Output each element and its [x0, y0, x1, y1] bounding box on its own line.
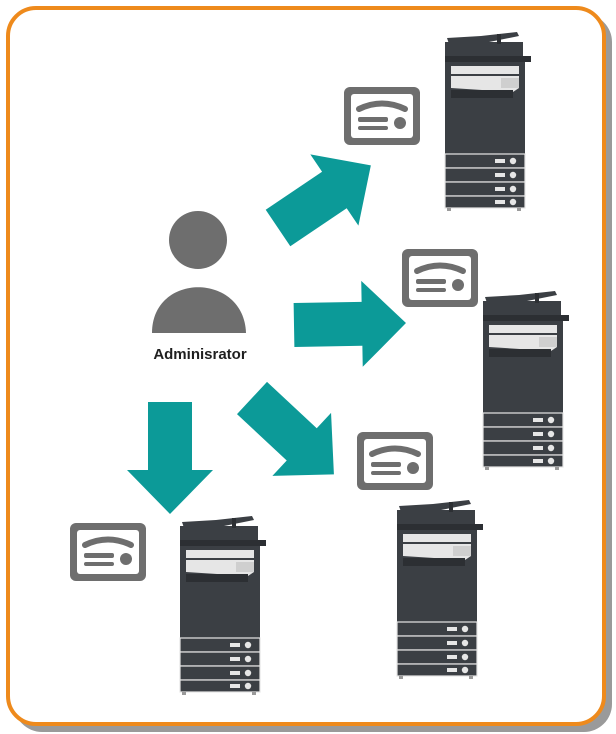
certificate-icon — [344, 87, 420, 145]
printer-icon — [396, 499, 484, 680]
administrator-label: Adminisrator — [153, 346, 247, 363]
printer-icon — [482, 290, 570, 471]
printer-icon — [444, 31, 532, 212]
printer-icon — [179, 515, 267, 696]
certificate-icon — [357, 432, 433, 490]
administrator-person-icon — [152, 211, 246, 333]
certificate-icon — [402, 249, 478, 307]
certificate-icon — [70, 523, 146, 581]
